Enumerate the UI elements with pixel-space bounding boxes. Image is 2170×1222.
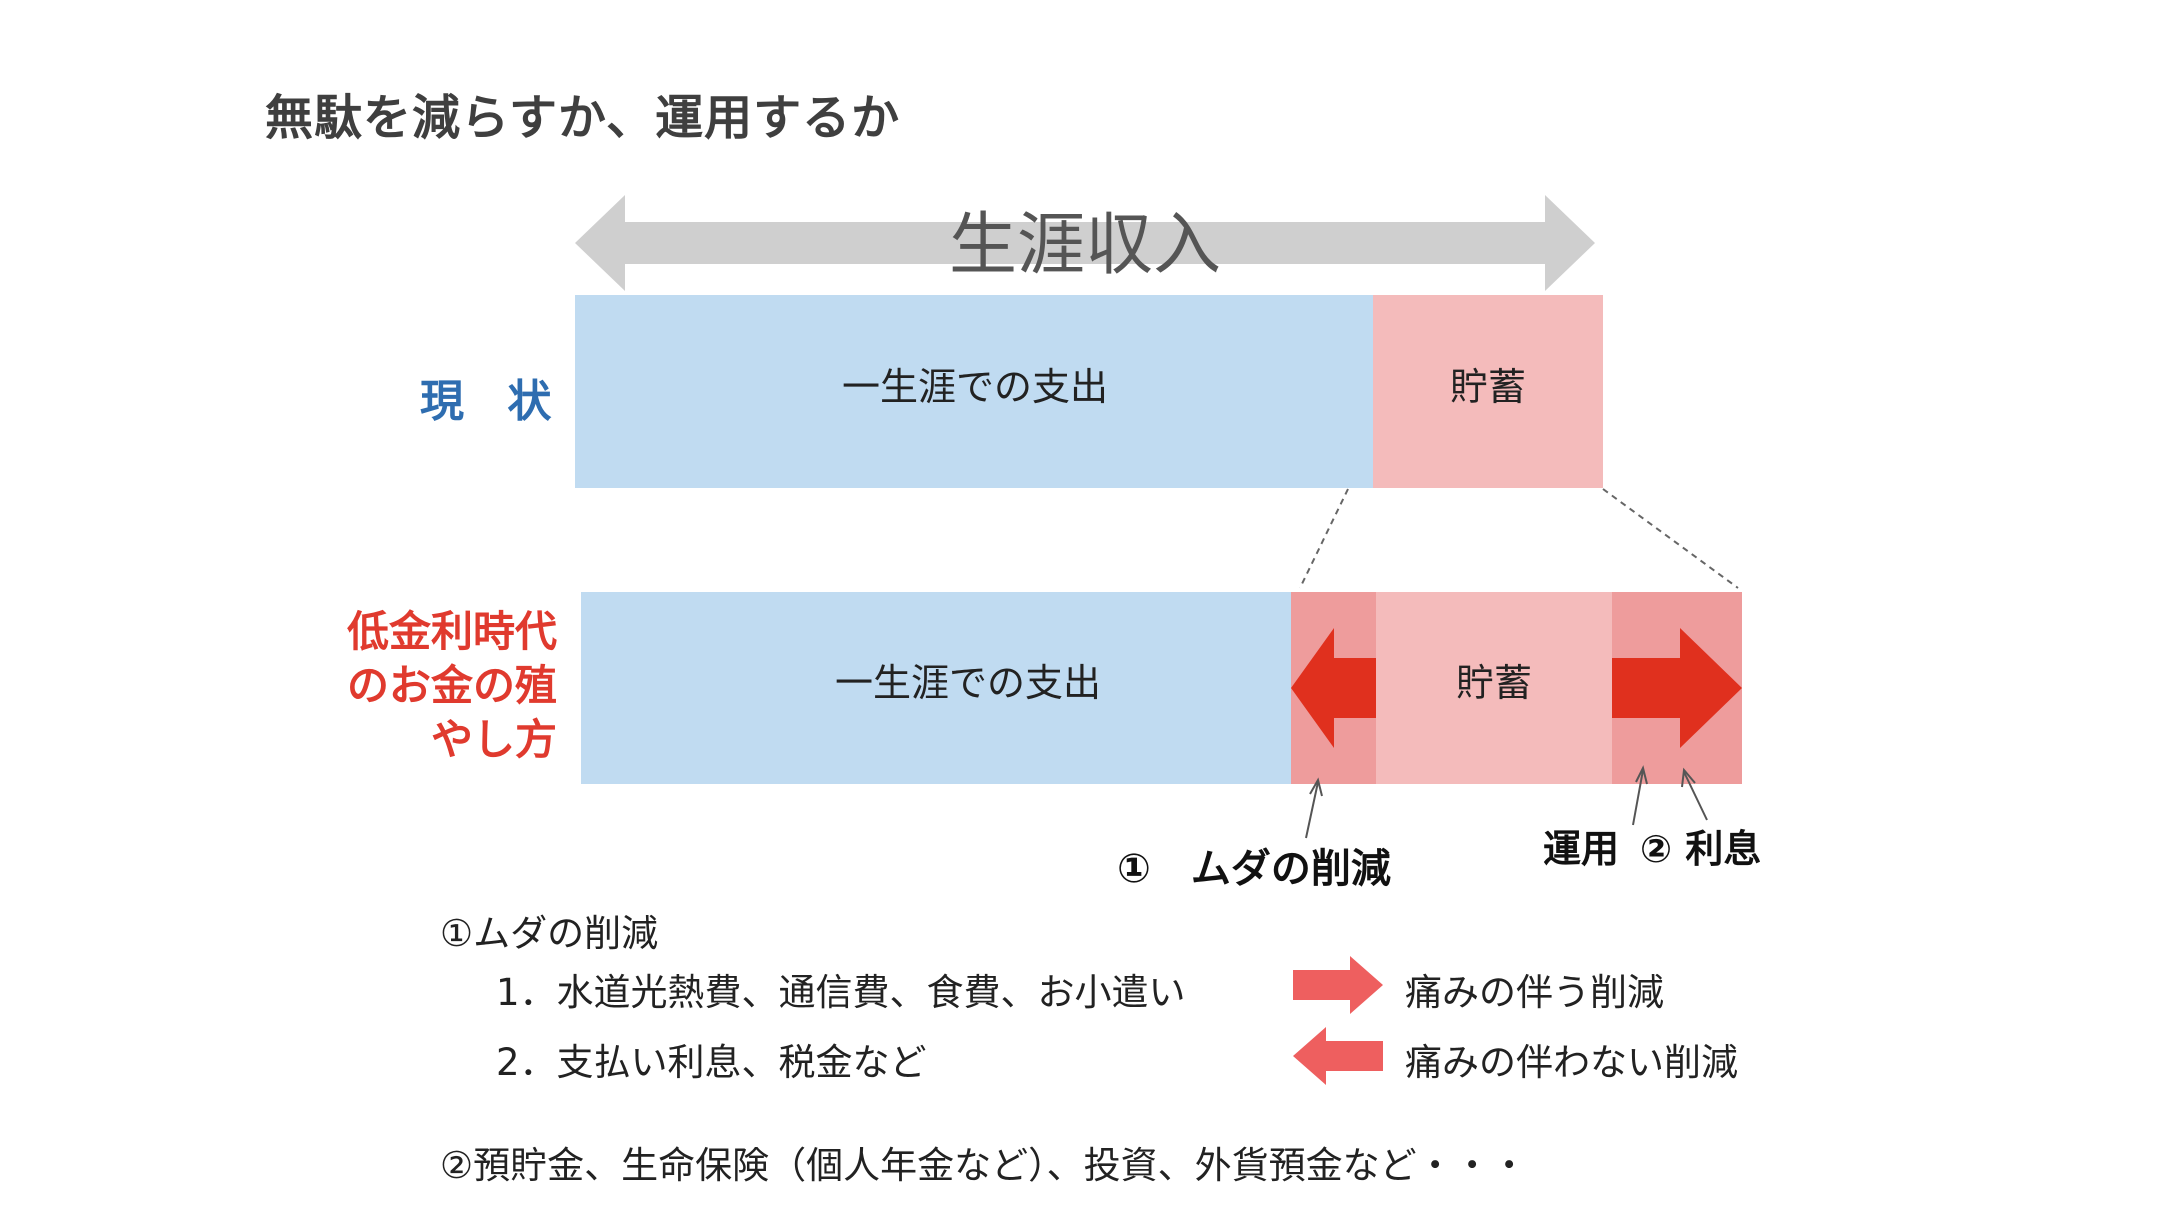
notes-footer: ②預貯金、生命保険（個人年金など）、投資、外貨預金など・・・: [440, 1144, 1528, 1187]
pointer-reduction: [1305, 777, 1323, 839]
callout-interest: ② 利息: [1640, 827, 1762, 871]
pointer-invest: [1632, 765, 1648, 826]
notes-item-1-result: 痛みの伴う削減: [1405, 971, 1664, 1014]
painful-arrow: [1293, 956, 1383, 1014]
notes-item-1: 1．水道光熱費、通信費、食費、お小遣い: [496, 971, 1186, 1014]
row-label-current: 現 状: [420, 376, 566, 427]
connector-right: [1602, 488, 1739, 589]
current-savings-bar: [1373, 295, 1603, 488]
current-spending-label: 一生涯での支出: [842, 365, 1108, 409]
current-savings-label: 貯蓄: [1450, 365, 1526, 409]
row-label-lowrate-line1: 低金利時代: [346, 607, 557, 656]
current-spending-bar: [575, 295, 1373, 488]
callout-reduction: ① ムダの削減: [1117, 846, 1391, 892]
notes-item-2-result: 痛みの伴わない削減: [1405, 1041, 1738, 1084]
callout-invest: 運用: [1543, 827, 1620, 871]
lowrate-spending-label: 一生涯での支出: [835, 661, 1101, 705]
lowrate-savings-bar: [1376, 592, 1612, 784]
lifetime-income-arrow: [575, 195, 1595, 291]
lifetime-income-label: 生涯収入: [949, 206, 1221, 285]
page-title: 無駄を減らすか、運用するか: [265, 90, 901, 146]
row-label-lowrate-line2: のお金の殖: [346, 661, 557, 710]
lowrate-savings-label: 貯蓄: [1456, 661, 1532, 705]
row-label-lowrate-line3: やし方: [430, 715, 557, 764]
row-label-lowrate: 低金利時代 のお金の殖 やし方: [347, 605, 557, 767]
painless-arrow: [1293, 1027, 1383, 1085]
interest-arrow: [1612, 628, 1742, 748]
lowrate-spending-bar: [581, 592, 1291, 784]
pointer-interest: [1681, 767, 1708, 821]
connector-left: [1299, 488, 1349, 589]
notes-heading: ①ムダの削減: [440, 912, 659, 955]
notes-item-2: 2．支払い利息、税金など: [496, 1041, 927, 1084]
reduction-arrow: [1291, 628, 1376, 748]
